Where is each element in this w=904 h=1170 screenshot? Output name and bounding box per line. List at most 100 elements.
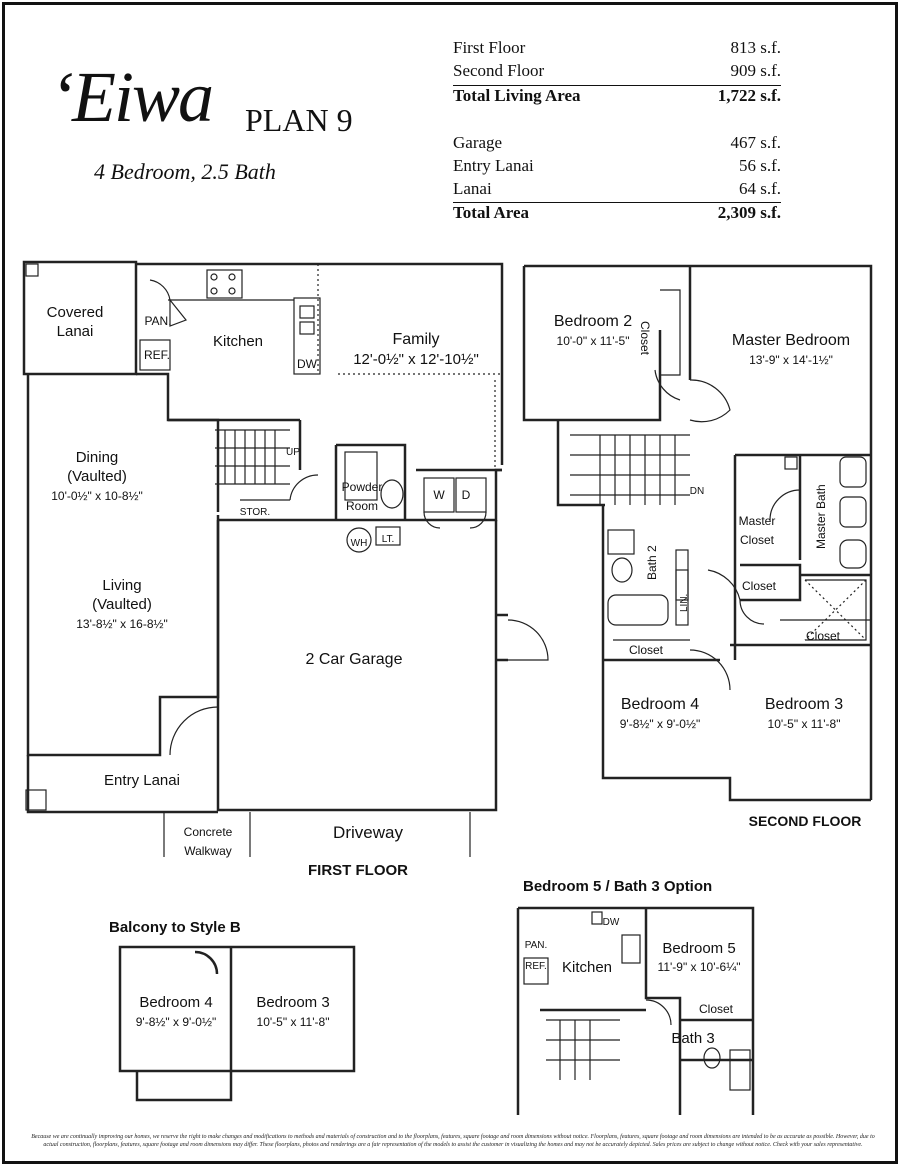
option-closet: Closet (698, 1002, 734, 1016)
area-value: 56 s.f. (738, 156, 781, 175)
room-bedroom-4: Bedroom 4 (620, 696, 700, 713)
label-line: Walkway (184, 844, 232, 858)
room-family-dim: 12'-0½" x 12'-10½" (353, 351, 479, 368)
first-floor-details (25, 264, 549, 857)
area-value: 1,722 s.f. (717, 86, 781, 105)
option-title: Bedroom 5 / Bath 3 Option (523, 878, 713, 895)
label-line: (Vaulted) (92, 596, 152, 613)
room-dining: Dining (Vaulted) (67, 448, 127, 486)
room-entry-lanai: Entry Lanai (104, 772, 180, 789)
option-bedroom-5-dim: 11'-9" x 10'-6¼" (657, 960, 741, 974)
label-closet-bed3: Closet (805, 629, 841, 643)
label-line: Concrete (183, 825, 233, 839)
area-label: Lanai (453, 179, 492, 198)
option-kitchen: Kitchen (561, 959, 613, 976)
label-line: (Vaulted) (67, 468, 127, 485)
balcony-bedroom-3: Bedroom 3 (256, 994, 330, 1011)
area-row: Entry Lanai 56 s.f. (453, 156, 781, 176)
option-bath-3: Bath 3 (671, 1030, 715, 1047)
room-living-dim: 13'-8½" x 16-8½" (76, 617, 168, 631)
second-floor-details (570, 289, 871, 691)
plan-name-text: Eiwa (71, 57, 214, 137)
room-master-dim: 13'-9" x 14'-1½" (749, 353, 833, 367)
label-line: Powder (341, 480, 383, 494)
balcony-bedroom-4-dim: 9'-8½" x 9'-0½" (135, 1015, 217, 1029)
balcony-walls (118, 945, 356, 1102)
area-label: First Floor (453, 38, 526, 57)
room-kitchen: Kitchen (212, 333, 264, 350)
room-master-bath: Master Bath (814, 484, 828, 549)
label-line: Closet (739, 533, 774, 547)
disclaimer: Because we are continually improving our… (31, 1134, 875, 1148)
area-rule (453, 85, 781, 86)
first-floor-title: FIRST FLOOR (308, 862, 408, 879)
room-dining-dim: 10'-0½" x 10-8½" (51, 489, 143, 503)
area-value: 813 s.f. (730, 38, 781, 57)
room-living: Living (Vaulted) (92, 576, 152, 614)
second-floor-title: SECOND FLOOR (748, 813, 862, 829)
area-rule (453, 202, 781, 203)
area-value: 909 s.f. (730, 61, 781, 80)
label-line: Room (345, 499, 378, 513)
area-row: Second Floor 909 s.f. (453, 61, 781, 81)
room-family: Family (392, 331, 440, 348)
label-linen: LIN. (679, 593, 690, 612)
second-floor-walls (522, 264, 873, 802)
label-closet-bed4: Closet (628, 643, 664, 657)
area-row: Lanai 64 s.f. (453, 179, 781, 199)
area-label: Entry Lanai (453, 156, 534, 175)
area-value: 64 s.f. (738, 179, 781, 198)
label-line: Living (102, 577, 142, 594)
option-bedroom-5: Bedroom 5 (662, 940, 736, 957)
room-bedroom-2-dim: 10'-0" x 11'-5" (556, 334, 630, 348)
label-storage: STOR. (239, 507, 271, 518)
option-pantry: PAN. (524, 940, 548, 951)
label-dryer: D (461, 488, 471, 502)
option-refrigerator: REF. (525, 961, 547, 972)
label-laundry-tub: LT. (381, 534, 395, 545)
label-closet-bed2: Closet (638, 321, 652, 356)
label-line: Dining (75, 449, 119, 466)
room-bath-2: Bath 2 (645, 545, 659, 580)
option-details (523, 911, 751, 1091)
balcony-title: Balcony to Style B (109, 919, 241, 936)
room-bedroom-3-dim: 10'-5" x 11'-8" (767, 717, 841, 731)
label-washer: W (433, 488, 445, 502)
balcony-bedroom-3-dim: 10'-5" x 11'-8" (256, 1015, 330, 1029)
area-row-total: Total Living Area 1,722 s.f. (453, 86, 781, 106)
label-closet-master-bath: Closet (741, 579, 777, 593)
option-walls (516, 906, 755, 1115)
plan-number: PLAN 9 (245, 102, 353, 138)
room-bedroom-2: Bedroom 2 (553, 313, 633, 330)
label-refrigerator: REF. (143, 348, 171, 362)
room-bedroom-3: Bedroom 3 (764, 696, 844, 713)
area-row: First Floor 813 s.f. (453, 38, 781, 58)
area-label: Total Area (453, 203, 530, 222)
first-floor-walls (22, 260, 508, 814)
area-row-total: Total Area 2,309 s.f. (453, 203, 781, 223)
area-label: Second Floor (453, 61, 545, 80)
room-garage: 2 Car Garage (305, 651, 403, 668)
label-line: Covered (46, 304, 104, 321)
area-label: Total Living Area (453, 86, 581, 105)
label-pantry: PAN. (144, 314, 172, 328)
plan-subtitle: 4 Bedroom, 2.5 Bath (94, 159, 276, 184)
label-stairs-up: UP (286, 447, 300, 458)
label-dishwasher: DW (297, 357, 317, 371)
label-water-heater: WH (350, 538, 368, 549)
label-stairs-down: DN (689, 486, 705, 497)
label-line: Lanai (56, 323, 94, 340)
area-label: Garage (453, 133, 503, 152)
label-driveway: Driveway (333, 823, 403, 842)
balcony-bedroom-4: Bedroom 4 (139, 994, 213, 1011)
plan-name: ‘Eiwa (50, 52, 214, 142)
area-value: 2,309 s.f. (717, 203, 781, 222)
label-line: Master (738, 514, 776, 528)
